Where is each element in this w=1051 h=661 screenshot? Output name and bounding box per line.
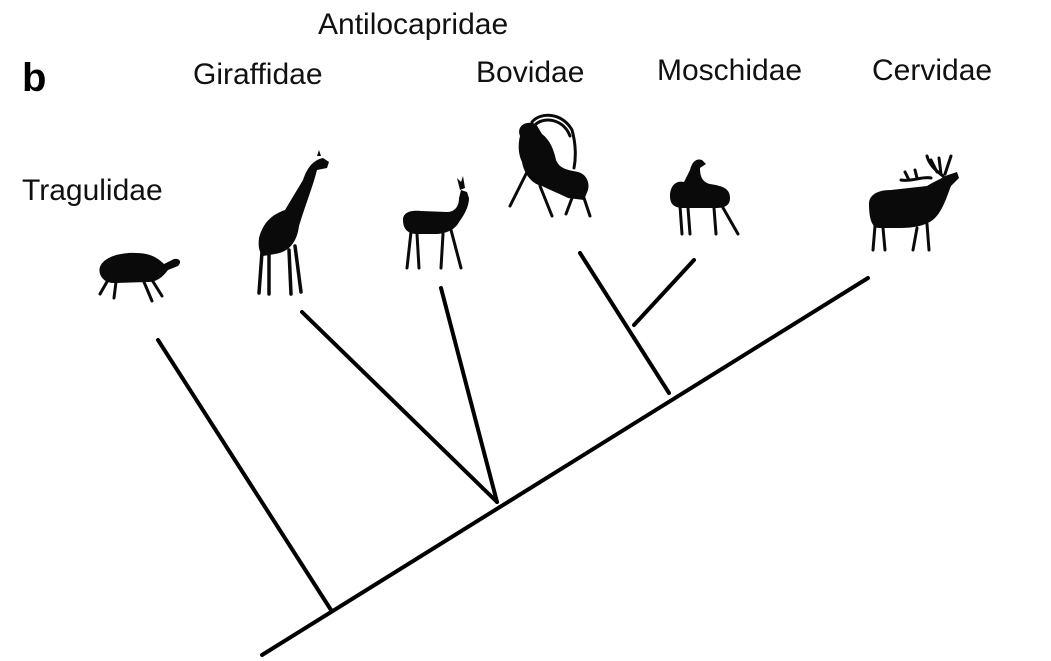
- musk-deer-icon: [670, 159, 738, 234]
- branch-moschidae: [634, 260, 694, 325]
- tree-trunk: [262, 278, 868, 655]
- branch-bovidae: [580, 253, 669, 393]
- pronghorn-icon: [403, 176, 469, 268]
- giraffe-icon: [259, 150, 329, 294]
- ibex-icon: [510, 115, 590, 216]
- elk-icon: [869, 156, 959, 250]
- branch-giraffidae: [302, 312, 497, 502]
- branch-antilocapridae: [441, 288, 497, 502]
- branch-tragulidae: [158, 340, 331, 610]
- chevrotain-icon: [99, 253, 180, 301]
